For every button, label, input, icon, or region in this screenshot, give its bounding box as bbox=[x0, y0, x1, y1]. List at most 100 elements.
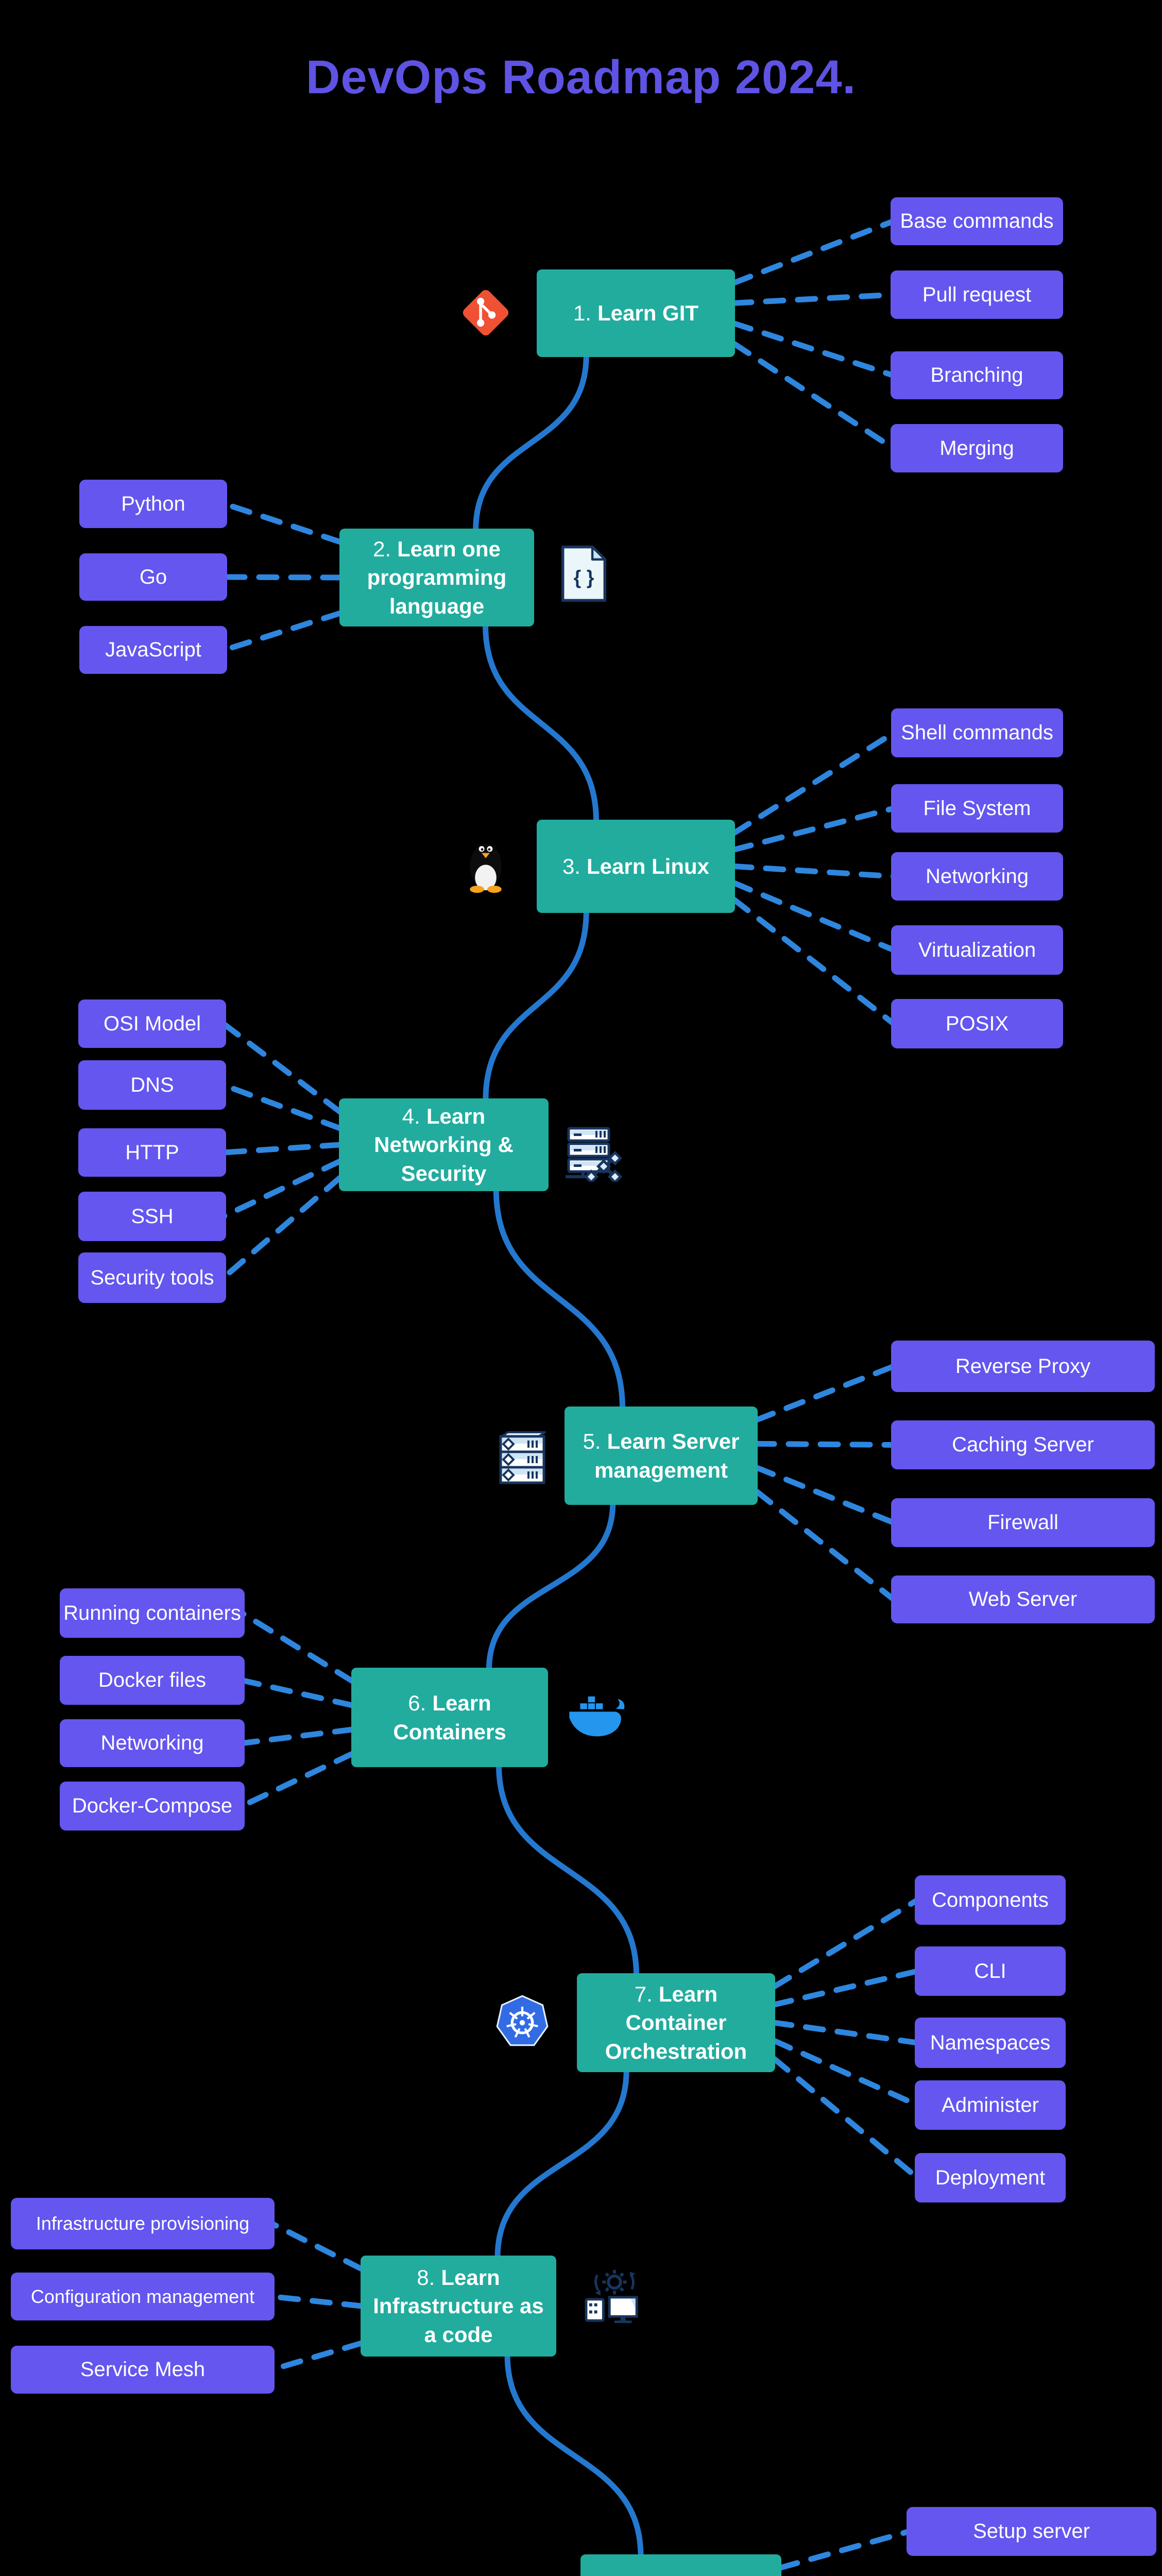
dashed-connector bbox=[731, 730, 897, 836]
satellite-node: POSIX bbox=[891, 999, 1063, 1048]
dashed-connector bbox=[771, 2038, 920, 2108]
satellite-node: Infrastructure provisioning bbox=[11, 2198, 275, 2249]
satellite-node: HTTP bbox=[78, 1128, 226, 1177]
main-node-number: 7. bbox=[634, 1981, 653, 2006]
dashed-connector bbox=[220, 1142, 343, 1156]
dashed-connector bbox=[731, 896, 897, 1027]
main-node-title: Learn Networking & Security bbox=[374, 1104, 514, 1185]
satellite-node: Security tools bbox=[78, 1252, 226, 1303]
satellite-label: Virtualization bbox=[918, 938, 1036, 961]
main-node-number: 4. bbox=[402, 1104, 420, 1128]
main-node-text: 8.Learn Infrastructure as a code bbox=[361, 2263, 556, 2349]
satellite-node: Go bbox=[79, 553, 227, 601]
main-node-number: 5. bbox=[583, 1429, 601, 1454]
satellite-label: Setup server bbox=[973, 2520, 1090, 2543]
satellite-label: Caching Server bbox=[952, 1433, 1094, 1456]
dashed-connector bbox=[220, 1158, 343, 1219]
dashed-connector bbox=[220, 1175, 343, 1281]
main-node-4: 4.Learn Networking & Security bbox=[339, 1098, 549, 1191]
dashed-connector bbox=[771, 2020, 920, 2046]
roadmap-curve-segment bbox=[486, 1500, 616, 1673]
dashed-connector bbox=[731, 805, 897, 853]
dashed-connector bbox=[754, 1440, 897, 1448]
satellite-node: Administer bbox=[915, 2080, 1066, 2130]
satellite-label: CLI bbox=[974, 1959, 1006, 1982]
satellite-label: Docker files bbox=[98, 1669, 206, 1691]
satellite-node: CLI bbox=[915, 1946, 1066, 1996]
satellite-label: DNS bbox=[130, 1073, 174, 1096]
svg-text:{ }: { } bbox=[574, 566, 594, 588]
main-node-number: 1. bbox=[573, 301, 591, 326]
satellite-label: Go bbox=[139, 565, 167, 588]
satellite-label: Pull request bbox=[922, 283, 1032, 306]
satellite-label: Running containers bbox=[63, 1601, 241, 1624]
dashed-connector bbox=[731, 880, 897, 953]
roadmap-curve-segment bbox=[483, 621, 599, 825]
server-rack-icon bbox=[493, 1431, 551, 1489]
dashed-connector bbox=[221, 501, 344, 545]
satellite-node: SSH bbox=[78, 1192, 226, 1241]
roadmap-curve-segment bbox=[493, 1186, 625, 1412]
main-node-text: 7.Learn Container Orchestration bbox=[577, 1980, 775, 2065]
main-node-text: 4.Learn Networking & Security bbox=[339, 1102, 549, 1188]
satellite-label: Networking bbox=[925, 865, 1029, 888]
dashed-connector bbox=[220, 1082, 343, 1131]
satellite-node: Web Server bbox=[891, 1575, 1155, 1623]
satellite-label: Merging bbox=[939, 436, 1014, 460]
satellite-label: Python bbox=[121, 492, 185, 515]
docker-icon bbox=[566, 1694, 626, 1739]
dashed-connector bbox=[731, 863, 897, 879]
dashed-connector bbox=[731, 341, 896, 451]
dashed-connector bbox=[771, 1897, 920, 1990]
main-node-text: 6.Learn Containers bbox=[351, 1689, 548, 1746]
main-node-title: Learn one programming language bbox=[367, 536, 507, 618]
satellite-node: Configuration management bbox=[11, 2273, 275, 2320]
main-node-number: 8. bbox=[417, 2265, 435, 2290]
roadmap-curve-segment bbox=[473, 352, 589, 534]
satellite-node: Service Mesh bbox=[11, 2346, 275, 2394]
dashed-connector bbox=[269, 2340, 365, 2372]
main-node-3: 3.Learn Linux bbox=[537, 820, 735, 913]
main-node-number: 2. bbox=[373, 536, 391, 561]
git-icon bbox=[457, 282, 514, 343]
main-node-6: 6.Learn Containers bbox=[351, 1668, 548, 1767]
satellite-node: Reverse Proxy bbox=[891, 1341, 1155, 1392]
main-node-number: 6. bbox=[408, 1691, 426, 1716]
page-title: DevOps Roadmap 2024. bbox=[305, 50, 857, 104]
satellite-label: Branching bbox=[930, 364, 1023, 386]
main-node-2: 2.Learn one programming language bbox=[339, 529, 534, 626]
satellite-label: Namespaces bbox=[930, 2031, 1051, 2054]
roadmap-curve-segment bbox=[483, 908, 589, 1104]
main-node-7: 7.Learn Container Orchestration bbox=[577, 1973, 775, 2072]
main-node-5: 5.Learn Server management bbox=[565, 1406, 758, 1505]
satellite-node: Pull request bbox=[891, 270, 1063, 319]
dashed-connector bbox=[239, 1751, 355, 1809]
code-file-icon: { } bbox=[559, 544, 608, 603]
satellite-label: Firewall bbox=[987, 1511, 1058, 1534]
satellite-node: Firewall bbox=[891, 1498, 1155, 1547]
dashed-connector bbox=[731, 292, 896, 306]
main-node-title: Learn GIT bbox=[597, 301, 699, 326]
main-node-text: 2.Learn one programming language bbox=[339, 535, 534, 620]
satellite-label: Service Mesh bbox=[80, 2358, 206, 2381]
main-node-title: Learn Infrastructure as a code bbox=[373, 2265, 544, 2347]
linux-tux-icon bbox=[459, 834, 512, 893]
satellite-label: Deployment bbox=[935, 2166, 1046, 2189]
satellite-node: OSI Model bbox=[78, 999, 226, 1048]
satellite-label: HTTP bbox=[125, 1141, 179, 1164]
main-node-title: Learn Linux bbox=[586, 854, 710, 878]
roadmap-curve-segment bbox=[496, 1762, 639, 1978]
main-node-1: 1.Learn GIT bbox=[537, 269, 735, 357]
dashed-connector bbox=[269, 2294, 365, 2309]
satellite-node: Networking bbox=[891, 852, 1063, 901]
satellite-label: Shell commands bbox=[901, 721, 1053, 744]
main-node-8: 8.Learn Infrastructure as a code bbox=[361, 2256, 556, 2357]
satellite-label: Security tools bbox=[90, 1266, 214, 1289]
main-node-title: Learn Server management bbox=[594, 1429, 740, 1482]
dashed-connector bbox=[269, 2221, 365, 2272]
satellite-node: Branching bbox=[891, 351, 1063, 399]
satellite-label: Web Server bbox=[968, 1588, 1078, 1611]
main-node-text: 5.Learn Server management bbox=[565, 1427, 758, 1484]
